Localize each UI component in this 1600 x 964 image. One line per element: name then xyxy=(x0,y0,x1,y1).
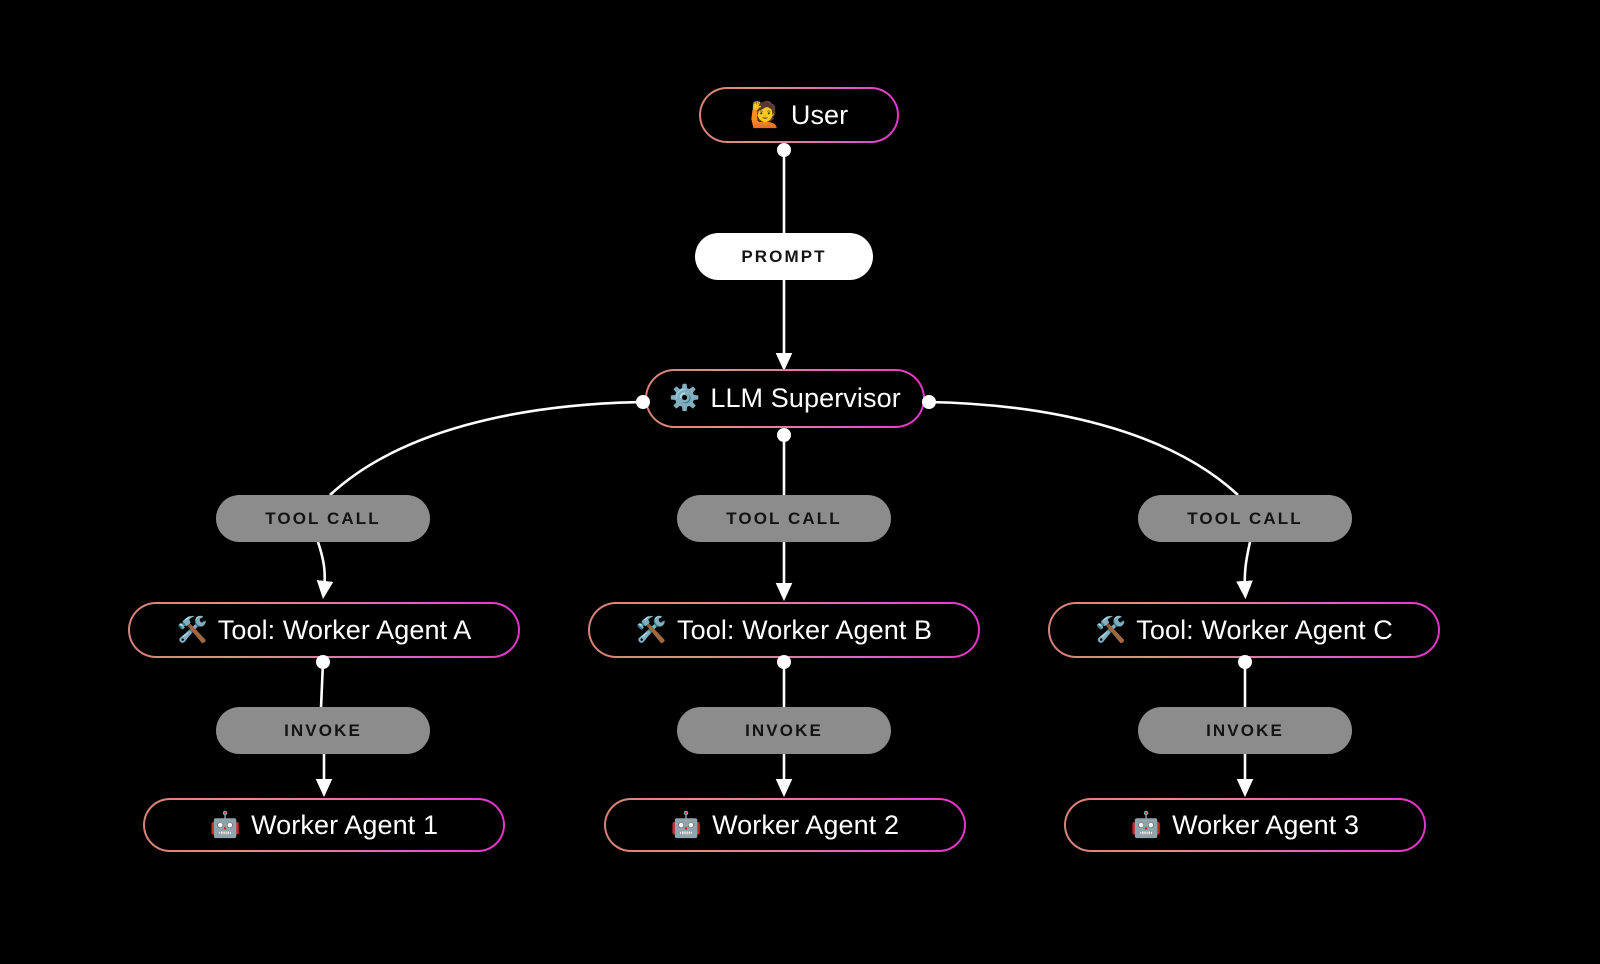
robot-icon: 🤖 xyxy=(670,810,703,839)
port-tool-c-bottom[interactable] xyxy=(1238,655,1252,669)
edge-label-invoke-right-text: INVOKE xyxy=(1206,721,1284,740)
port-user-bottom[interactable] xyxy=(777,143,791,157)
node-tool-worker-agent-a[interactable]: 🛠️ Tool: Worker Agent A xyxy=(128,602,520,658)
edge-label-tool-call-center[interactable]: TOOL CALL xyxy=(677,495,891,542)
edge-label-prompt-text: PROMPT xyxy=(741,247,827,266)
hammer-and-wrench-icon: 🛠️ xyxy=(635,615,667,644)
edge-label-tool-call-right[interactable]: TOOL CALL xyxy=(1138,495,1352,542)
hammer-and-wrench-icon: 🛠️ xyxy=(176,615,208,644)
edge-toolcall-left-to-tool-a xyxy=(316,541,334,600)
node-user[interactable]: 🙋 User xyxy=(699,87,899,143)
node-tool-worker-agent-b-label: Tool: Worker Agent B xyxy=(677,614,933,645)
edge-label-tool-call-center-text: TOOL CALL xyxy=(726,509,842,528)
person-raising-hand-icon: 🙋 xyxy=(749,100,781,129)
gear-icon: ⚙️ xyxy=(669,384,701,412)
edge-label-invoke-right[interactable]: INVOKE xyxy=(1138,707,1352,754)
edge-label-invoke-left[interactable]: INVOKE xyxy=(216,707,430,754)
hammer-and-wrench-icon: 🛠️ xyxy=(1095,615,1127,644)
edge-label-invoke-center[interactable]: INVOKE xyxy=(677,707,891,754)
edge-label-tool-call-right-text: TOOL CALL xyxy=(1187,509,1303,528)
node-tool-worker-agent-b[interactable]: 🛠️ Tool: Worker Agent B xyxy=(588,602,980,658)
node-worker-agent-1[interactable]: 🤖 Worker Agent 1 xyxy=(143,798,505,852)
edge-label-tool-call-left-text: TOOL CALL xyxy=(265,509,381,528)
edge-toolcall-right-to-tool-c xyxy=(1236,541,1253,600)
node-tool-worker-agent-a-label: Tool: Worker Agent A xyxy=(217,614,472,645)
node-llm-supervisor[interactable]: ⚙️ LLM Supervisor xyxy=(645,369,925,428)
edge-label-prompt[interactable]: PROMPT xyxy=(695,233,873,280)
port-supervisor-left[interactable] xyxy=(636,395,650,409)
edge-label-invoke-center-text: INVOKE xyxy=(745,721,823,740)
edge-label-tool-call-left[interactable]: TOOL CALL xyxy=(216,495,430,542)
port-tool-b-bottom[interactable] xyxy=(777,655,791,669)
robot-icon: 🤖 xyxy=(209,810,242,839)
node-worker-agent-2-label: Worker Agent 2 xyxy=(712,809,900,840)
edge-supervisor-to-toolcall-left xyxy=(329,400,644,496)
port-supervisor-right[interactable] xyxy=(922,395,936,409)
port-supervisor-bottom[interactable] xyxy=(777,428,791,442)
node-user-label: User xyxy=(790,99,849,130)
edge-supervisor-to-toolcall-right xyxy=(926,400,1239,496)
node-worker-agent-3[interactable]: 🤖 Worker Agent 3 xyxy=(1064,798,1426,852)
node-tool-worker-agent-c-label: Tool: Worker Agent C xyxy=(1136,614,1393,645)
edge-label-invoke-left-text: INVOKE xyxy=(284,721,362,740)
node-tool-worker-agent-c[interactable]: 🛠️ Tool: Worker Agent C xyxy=(1048,602,1440,658)
node-worker-agent-2[interactable]: 🤖 Worker Agent 2 xyxy=(604,798,966,852)
node-llm-supervisor-label: LLM Supervisor xyxy=(710,383,901,413)
node-worker-agent-3-label: Worker Agent 3 xyxy=(1172,809,1360,840)
robot-icon: 🤖 xyxy=(1130,810,1163,839)
port-tool-a-bottom[interactable] xyxy=(316,655,330,669)
node-worker-agent-1-label: Worker Agent 1 xyxy=(251,809,439,840)
